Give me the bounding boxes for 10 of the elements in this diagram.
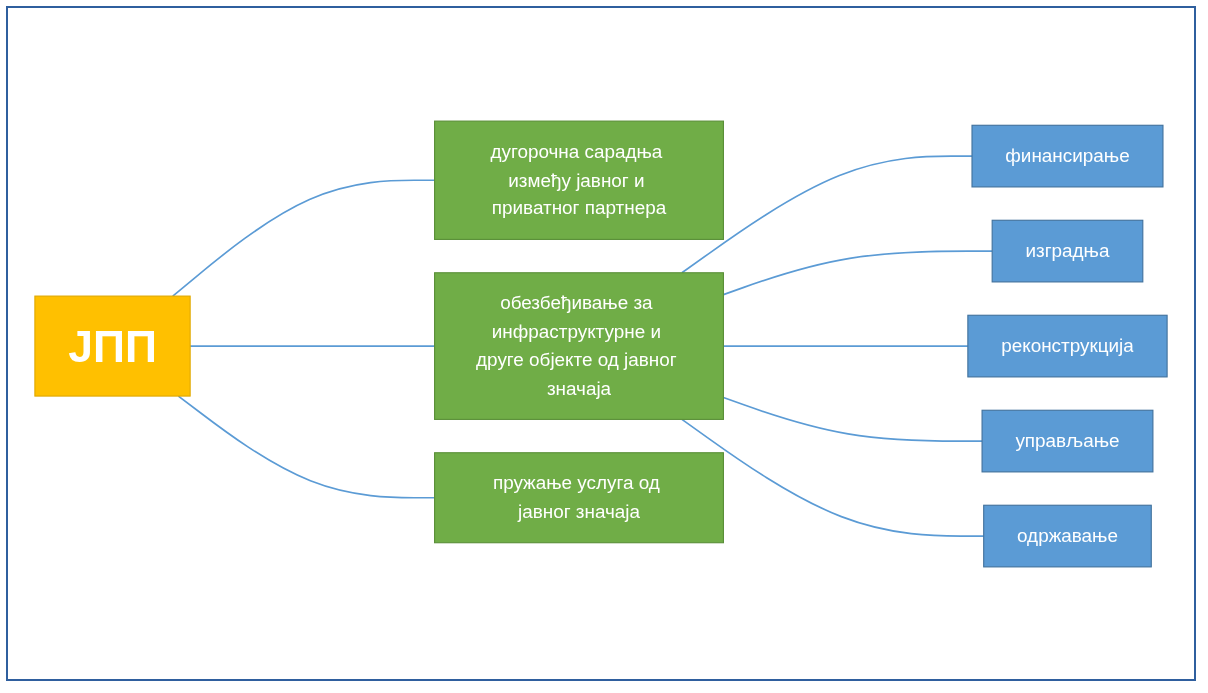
node-box: одржавање bbox=[983, 504, 1152, 567]
node-box: ЈПП bbox=[34, 295, 191, 397]
node-box: дугорочна сарадња између јавног и приватног партнера bbox=[434, 120, 724, 240]
node-box: изградња bbox=[991, 219, 1144, 282]
node-box: пружање услуга од јавног значаја bbox=[434, 451, 724, 543]
node-box: обезбеђивање за инфраструктурне и друге објекте од јавног значаја bbox=[434, 271, 724, 420]
node-box: управљање bbox=[981, 409, 1154, 472]
connector bbox=[681, 154, 973, 274]
node-box: реконструкција bbox=[967, 314, 1168, 377]
node-box: финансирање bbox=[971, 124, 1164, 187]
